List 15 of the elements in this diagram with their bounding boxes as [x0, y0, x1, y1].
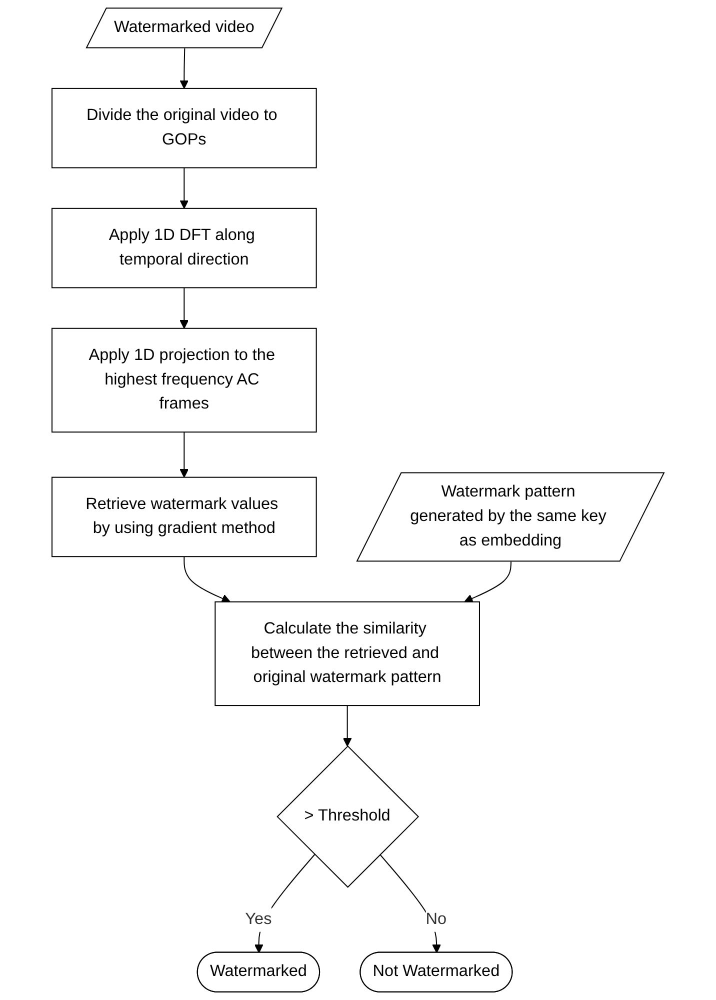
edge-label: Yes — [245, 910, 272, 928]
arrow — [464, 562, 512, 603]
node-box: Apply 1D DFT along temporal direction — [52, 208, 317, 288]
arrow — [180, 288, 189, 329]
arrow — [180, 168, 189, 209]
node-box: Apply 1D projection to the highest frequency AC frames — [52, 328, 317, 433]
node-box: Retrieve watermark values by using gradient method — [52, 476, 317, 558]
arrow — [180, 48, 189, 89]
node-box: Divide the original video to GOPs — [52, 88, 317, 168]
arrow — [180, 432, 189, 478]
arrow — [184, 556, 231, 603]
edge-label: No — [426, 910, 447, 928]
node-diamond: > Threshold — [276, 745, 420, 888]
arrow — [342, 706, 352, 747]
node-box: Calculate the similarity between the retrieved and original watermark pattern — [214, 601, 480, 706]
